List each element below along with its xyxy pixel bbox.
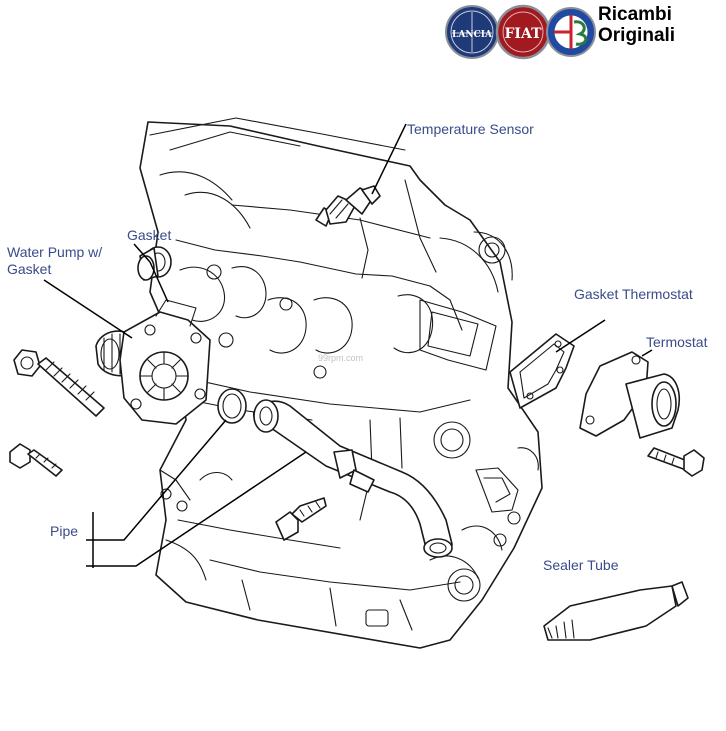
label-pipe: Pipe [50,523,79,539]
label-water-pump-line2: Gasket [7,261,52,277]
sealer-tube-part [543,581,689,641]
label-sealer-tube: Sealer Tube [543,557,619,573]
label-water-pump: Water Pump w/ Gasket [7,244,102,278]
fiat-badge-text: FIAT [504,26,542,42]
label-termostat: Termostat [646,334,708,350]
label-gasket: Gasket [127,227,172,243]
center-bolt-part [275,497,327,541]
label-water-pump-line1: Water Pump w/ [7,244,103,260]
alfa-romeo-badge-icon [546,7,596,57]
fasteners-left [9,349,105,477]
lancia-badge-text: LANCIA [452,30,493,40]
water-pump-part [95,299,211,425]
pipe-part [252,399,453,558]
brand-title-line1: Ricambi [598,4,672,25]
watermark: 99rpm.com [318,353,364,363]
temperature-sensor-part [315,185,381,227]
brand-title-line2: Originali [598,25,676,46]
leader-lines [43,123,653,568]
label-temperature-sensor: Temperature Sensor [407,121,534,137]
engine-block [139,117,543,649]
gasket-part [137,246,172,281]
right-bolt-part [647,447,705,477]
gasket-thermostat-part [509,333,575,409]
lancia-badge-icon: LANCIA [445,5,499,59]
fiat-badge-icon: FIAT [495,4,551,60]
termostat-part [579,351,680,439]
brand-title: Ricambi Originali [598,4,675,46]
label-gasket-thermostat: Gasket Thermostat [574,286,693,302]
seal-ring-part [217,388,247,424]
